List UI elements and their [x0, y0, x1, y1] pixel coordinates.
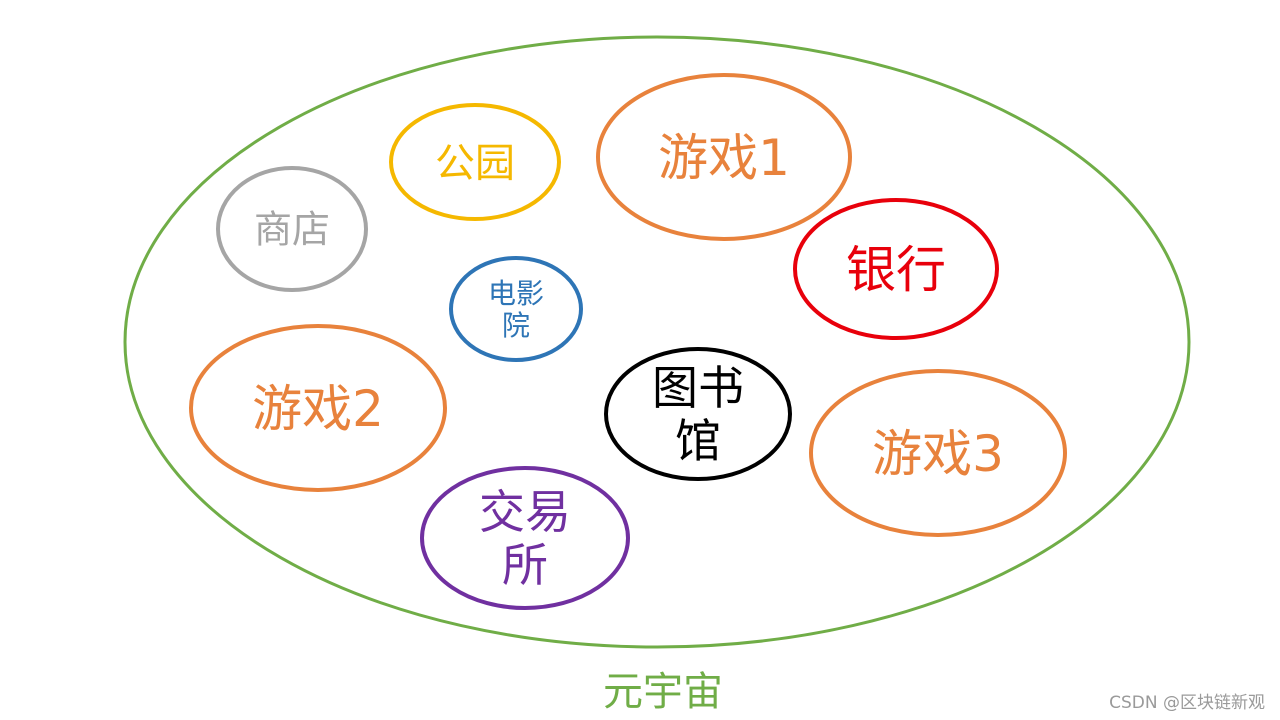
node-bank-ellipse	[793, 198, 999, 340]
node-park: 公园	[389, 103, 561, 221]
node-park-ellipse	[389, 103, 561, 221]
node-cinema-label: 院	[502, 309, 530, 342]
node-library-label: 图书	[652, 361, 744, 415]
node-game1-ellipse	[596, 73, 852, 241]
node-cinema-label: 电影	[488, 277, 544, 310]
node-game3: 游戏3	[809, 369, 1067, 537]
node-exchange-label: 所	[502, 538, 548, 592]
node-library-ellipse	[604, 347, 792, 481]
node-bank-label: 银行	[846, 241, 946, 299]
node-exchange-ellipse	[420, 466, 630, 610]
node-game2-label: 游戏2	[252, 380, 384, 438]
node-game3-ellipse	[809, 369, 1067, 537]
node-cinema: 电影院	[449, 256, 583, 362]
node-library-label: 馆	[675, 414, 721, 468]
node-game1-label: 游戏1	[658, 129, 790, 187]
node-shop-ellipse	[216, 166, 368, 292]
node-shop: 商店	[216, 166, 368, 292]
node-game2-ellipse	[189, 324, 447, 492]
node-game2: 游戏2	[189, 324, 447, 492]
metaverse-outer-ellipse	[123, 35, 1191, 649]
node-bank: 银行	[793, 198, 999, 340]
node-exchange: 交易所	[420, 466, 630, 610]
node-game1: 游戏1	[596, 73, 852, 241]
metaverse-caption: 元宇宙	[603, 669, 723, 715]
node-cinema-ellipse	[449, 256, 583, 362]
node-library: 图书馆	[604, 347, 792, 481]
watermark: CSDN @区块链新观	[1109, 693, 1265, 713]
node-park-label: 公园	[435, 140, 515, 186]
node-game3-label: 游戏3	[872, 425, 1004, 483]
node-shop-label: 商店	[254, 208, 330, 252]
node-exchange-label: 交易	[479, 485, 571, 539]
